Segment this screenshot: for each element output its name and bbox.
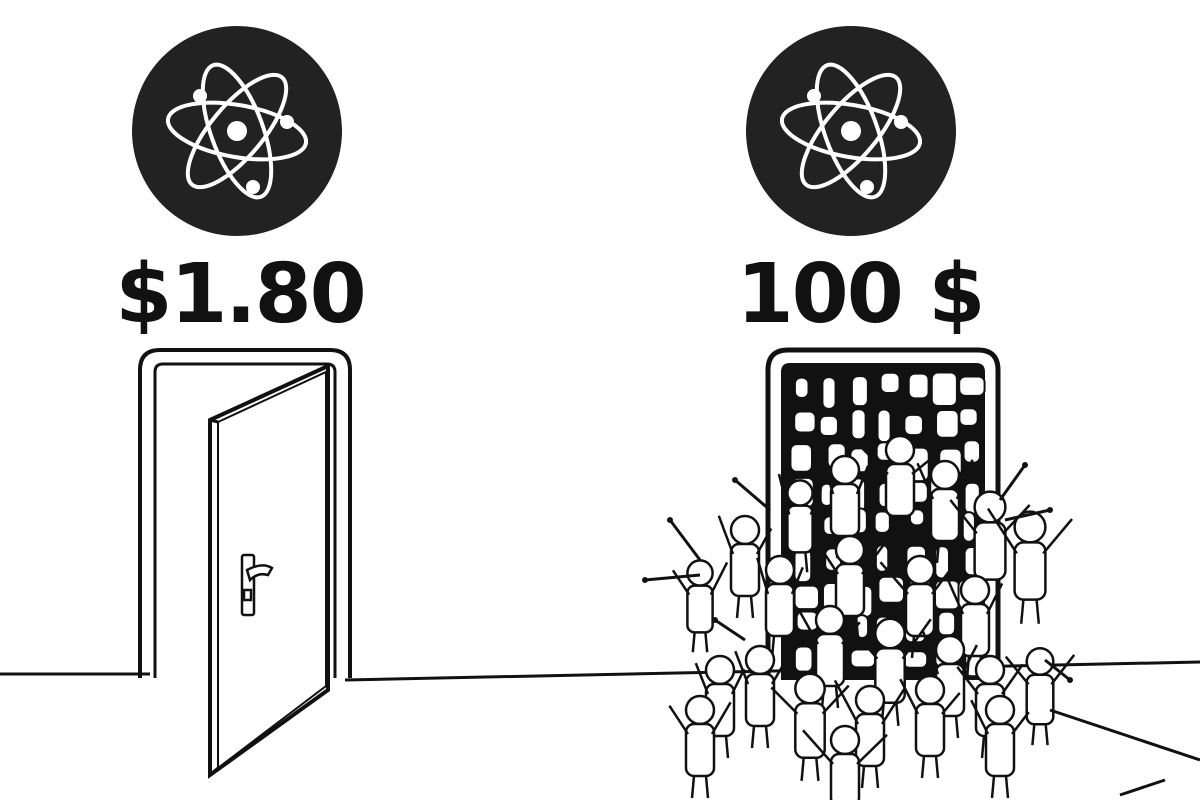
price-left-label: $1.80	[115, 247, 366, 342]
crowd-person	[946, 574, 1004, 679]
crowd-hand	[667, 517, 673, 523]
crowd-person	[879, 371, 901, 394]
crowd-person	[671, 559, 729, 653]
crowd-person	[907, 372, 930, 400]
crowd-person	[799, 604, 861, 709]
floor-shadow-line	[1119, 778, 1166, 797]
crowd-person	[903, 413, 924, 437]
crowd-arm	[998, 464, 1027, 501]
crowd-person	[958, 407, 979, 427]
crowd-hand	[712, 617, 718, 623]
crowd-person	[877, 575, 906, 604]
crowd-person	[937, 610, 957, 637]
crowd-hand	[1067, 677, 1073, 683]
floor-shadow-line	[1049, 708, 1200, 762]
price-right-label: 100 $	[736, 247, 986, 342]
crowd-arm	[668, 519, 702, 561]
crowd-hand	[1047, 507, 1053, 513]
crowd-arm	[714, 618, 746, 642]
crowd-person	[793, 584, 820, 611]
crowd-of-people	[642, 371, 1200, 804]
crowd-person	[958, 375, 986, 397]
crowd-person	[813, 534, 887, 639]
crowd-arm	[1004, 508, 1051, 522]
crowd-person	[930, 371, 958, 407]
crowd-arm	[734, 478, 771, 512]
crowd-person	[899, 674, 961, 779]
crowd-person	[734, 644, 786, 749]
crowd-person	[818, 414, 839, 438]
crowd-person	[962, 439, 982, 464]
crowd-person	[848, 617, 932, 727]
atom-icon	[746, 26, 956, 236]
crowd-person	[850, 408, 867, 441]
crowd-person	[858, 434, 942, 539]
crowd-person	[770, 672, 850, 782]
crowd-hand	[1022, 462, 1028, 468]
crowd-person	[793, 376, 810, 399]
crowd-person	[793, 410, 817, 434]
crowd-person	[850, 375, 869, 408]
crowd-person	[793, 548, 813, 584]
crowd-hand	[732, 477, 738, 483]
crowd-person	[777, 473, 823, 573]
crowd-person	[935, 409, 960, 439]
door-handle	[240, 553, 274, 617]
crowd-person	[949, 490, 1031, 604]
crowd-person	[970, 694, 1030, 799]
crowd-person	[717, 514, 773, 619]
crowd-hand	[642, 577, 648, 583]
crowd-person	[986, 507, 1073, 624]
crowd-person	[802, 724, 888, 804]
crowd-arm	[644, 573, 701, 582]
atom-icon	[132, 26, 342, 236]
empty-doorway	[138, 348, 352, 779]
crowd-person	[668, 694, 732, 799]
crowd-person	[789, 443, 814, 473]
floor-line	[0, 660, 1200, 682]
crowd-person	[793, 645, 814, 673]
crowd-person	[833, 679, 907, 789]
crowd-person	[821, 376, 837, 410]
crowd-person	[873, 510, 891, 534]
crowd-person	[1004, 646, 1076, 746]
crowded-doorway	[642, 347, 1200, 804]
crowd-person	[876, 408, 892, 444]
crowd-person	[756, 554, 804, 659]
crowd-arm	[1044, 658, 1071, 682]
